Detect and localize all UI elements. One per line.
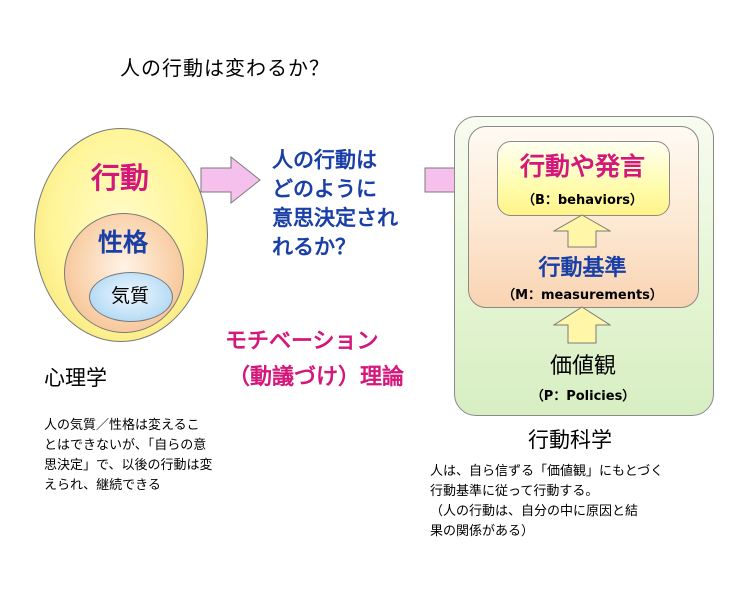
up-arrow-icon: [553, 214, 611, 248]
description-line: 果の関係がある）: [430, 524, 535, 539]
temperament-circle: [89, 272, 173, 322]
motivation-subtitle: （動議づけ）理論: [228, 365, 405, 390]
description-line: 人は、自ら信ずる「価値観」にもとづく: [430, 464, 664, 479]
page-title: 人の行動は変わるか？: [120, 56, 330, 80]
policies-label: 価値観: [549, 354, 616, 379]
description-line: 行動基準に従って行動する。: [430, 484, 599, 499]
psychology-label: 心理学: [44, 366, 107, 390]
description-line: （人の行動は、自分の中に原因と結: [430, 504, 639, 519]
question-line: どのように: [272, 177, 377, 201]
description-line: えられ、継続できる: [44, 478, 161, 493]
behaviors-box: [497, 141, 670, 216]
question-line: 人の行動は: [272, 148, 377, 172]
behavior-label: 行動: [90, 161, 149, 195]
behavioral-science-label: 行動科学: [528, 428, 612, 452]
description-line: 人の気質／性格は変えるこ: [44, 418, 200, 433]
measurements-sublabel: （M：measurements）: [502, 288, 663, 303]
description-line: とはできないが、「自らの意: [44, 438, 207, 453]
question-line: 意思決定され: [272, 206, 398, 230]
up-arrow-icon: [553, 306, 611, 344]
question-text: 人の行動は どのように 意思決定され れるか？: [272, 146, 398, 262]
motivation-title: モチベーション: [225, 329, 379, 354]
temperament-label: 気質: [110, 285, 149, 307]
behavioral-science-description: 人は、自ら信ずる「価値観」にもとづく 行動基準に従って行動する。 （人の行動は、…: [430, 462, 663, 542]
description-line: 思決定」で、以後の行動は変: [44, 458, 213, 473]
personality-label: 性格: [97, 228, 148, 257]
psychology-description: 人の気質／性格は変えるこ とはできないが、「自らの意 思決定」で、以後の行動は変…: [44, 416, 212, 496]
right-arrow-icon: [200, 155, 261, 205]
measurements-label: 行動基準: [538, 256, 627, 281]
behaviors-sublabel: （B：behaviors）: [521, 193, 644, 208]
policies-sublabel: （P：Policies）: [530, 389, 636, 404]
behaviors-label: 行動や発言: [519, 152, 645, 181]
question-line: れるか？: [272, 235, 356, 259]
